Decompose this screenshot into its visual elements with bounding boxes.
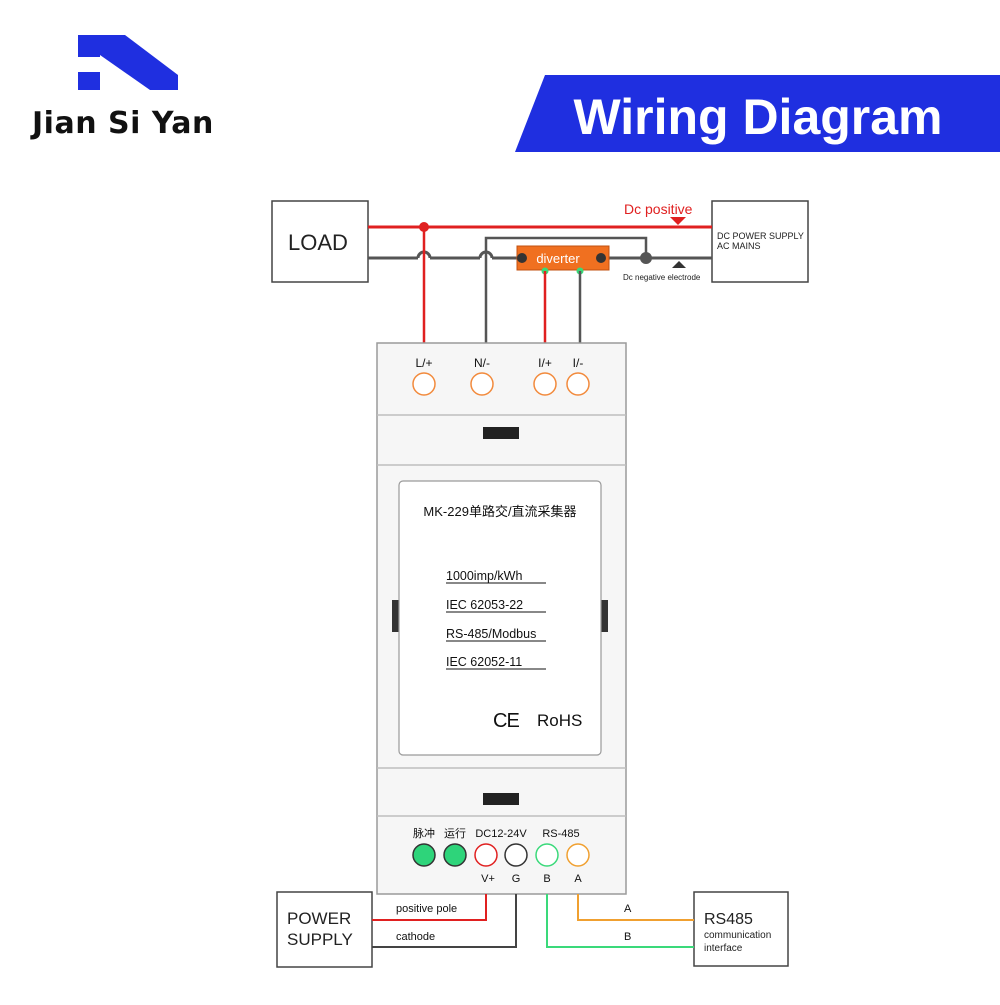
rs485-line1: communication [704, 930, 771, 941]
title-banner: Wiring Diagram [515, 75, 1000, 152]
dc-positive-arrow-icon [670, 217, 686, 225]
bottom-header-rs485: RS-485 [542, 828, 579, 840]
supply-box [711, 200, 809, 283]
positive-pole-label: positive pole [396, 903, 457, 915]
diverter-label: diverter [536, 251, 580, 266]
power-supply-box [276, 891, 373, 968]
device-spec-1: 1000imp/kWh [446, 569, 522, 583]
terminal-label-i-plus: I/+ [538, 356, 552, 370]
terminal-screw-i-minus [566, 372, 590, 396]
rohs-mark: RoHS [537, 711, 582, 730]
rs485-line2: interface [704, 943, 743, 954]
pulse-led [412, 843, 436, 867]
terminal-screw-vplus [474, 843, 498, 867]
dc-negative-label: Dc negative electrode [623, 273, 701, 282]
dc-negative-arrow-icon [672, 261, 686, 268]
terminal-label-a: A [574, 873, 582, 885]
logo-mark-icon [78, 35, 178, 90]
terminal-screw-n [470, 372, 494, 396]
terminal-label-l: L/+ [415, 356, 432, 370]
rs485-a-label: A [624, 903, 632, 915]
terminal-label-vplus: V+ [481, 873, 495, 885]
device-body: L/+ N/- I/+ I/- MK-229单路交/直流采集器 1000imp/… [376, 342, 627, 895]
supply-label-line2: AC MAINS [717, 241, 761, 251]
device-spec-4: IEC 62052-11 [446, 655, 522, 669]
bottom-wiring: POWER SUPPLY positive pole cathode RS485… [276, 891, 789, 968]
device-spec-3: RS-485/Modbus [446, 627, 536, 641]
run-led [443, 843, 467, 867]
terminal-label-n: N/- [474, 356, 490, 370]
brand-name: Jian Si Yan [30, 106, 214, 141]
terminal-screw-l [412, 372, 436, 396]
terminal-screw-g [504, 843, 528, 867]
device-model: MK-229单路交/直流采集器 [423, 504, 576, 519]
banner-title: Wiring Diagram [573, 89, 942, 145]
rs485-box [693, 891, 789, 967]
rs485-b-label: B [624, 931, 631, 943]
bottom-header-dc: DC12-24V [475, 828, 527, 840]
diverter-shunt [516, 245, 610, 271]
terminal-screw-i-plus [533, 372, 557, 396]
terminal-label-b: B [543, 873, 550, 885]
bottom-header-run: 运行 [444, 827, 466, 840]
bottom-header-pulse: 脉冲 [413, 826, 435, 840]
terminal-label-i-minus: I/- [573, 356, 584, 370]
device-label-panel [398, 480, 602, 756]
terminal-label-g: G [512, 873, 521, 885]
load-box [271, 200, 369, 283]
ce-mark-icon: CE [493, 710, 519, 732]
dc-positive-label: Dc positive [624, 201, 693, 217]
cathode-label: cathode [396, 931, 435, 943]
terminal-screw-b [535, 843, 559, 867]
top-wiring: LOAD DC POWER SUPPLY AC MAINS Dc positiv… [271, 200, 809, 343]
load-label: LOAD [288, 230, 348, 255]
power-supply-line1: POWER [287, 909, 351, 928]
power-supply-line2: SUPPLY [287, 930, 353, 949]
terminal-screw-a [566, 843, 590, 867]
brand-logo: Jian Si Yan [30, 35, 214, 141]
rs485-title: RS485 [704, 911, 753, 928]
device-spec-2: IEC 62053-22 [446, 598, 523, 612]
supply-label-line1: DC POWER SUPPLY [717, 231, 804, 241]
